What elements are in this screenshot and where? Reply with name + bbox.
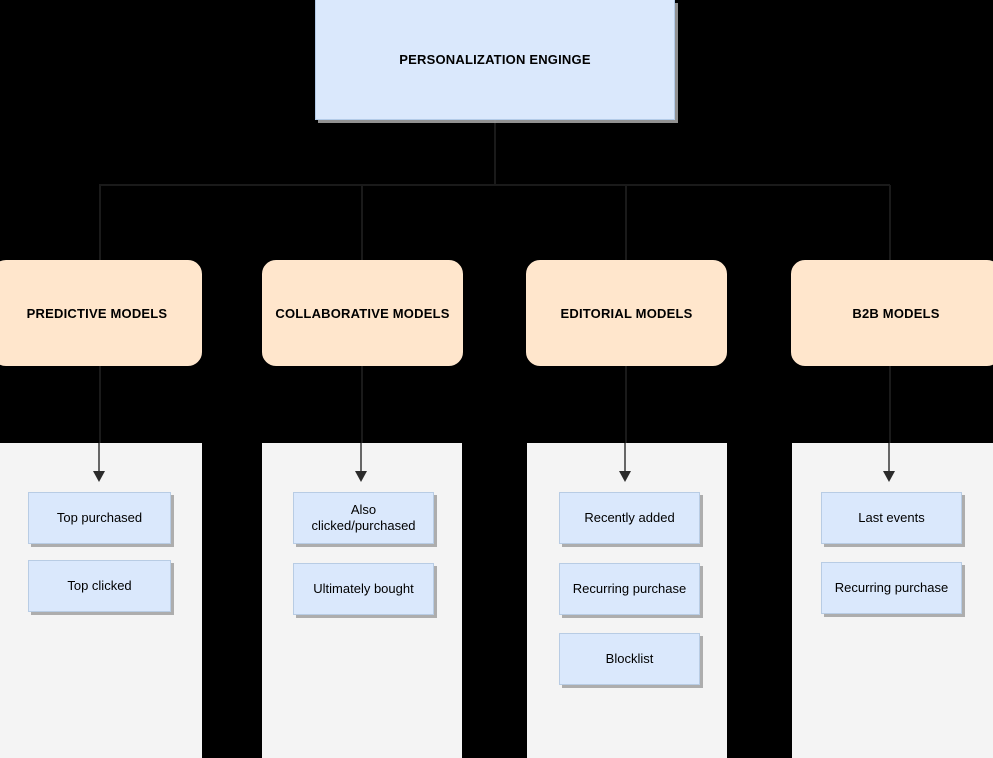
column-collaborative: Also clicked/purchased Ultimately bought: [262, 443, 462, 758]
model-box-editorial[interactable]: EDITORIAL MODELS: [526, 260, 727, 366]
connector-bus-horizontal: [99, 184, 890, 186]
item-card[interactable]: Top clicked: [28, 560, 171, 612]
column-editorial: Recently added Recurring purchase Blockl…: [527, 443, 727, 758]
item-card[interactable]: Last events: [821, 492, 962, 544]
arrow-head: [93, 471, 105, 482]
item-card[interactable]: Recurring purchase: [559, 563, 700, 615]
arrow-head: [355, 471, 367, 482]
model-box-editorial-label: EDITORIAL MODELS: [560, 305, 693, 321]
arrow-down-icon: [92, 443, 106, 483]
connector-engine-to-models-trunk: [494, 120, 496, 185]
personalization-engine-label: PERSONALIZATION ENGINGE: [399, 52, 591, 67]
arrow-down-icon: [882, 443, 896, 483]
connector-predictive-to-items: [99, 366, 101, 444]
connector-branch-collaborative: [361, 185, 363, 260]
item-card-label: Last events: [858, 510, 925, 525]
item-card-label: Also clicked/purchased: [311, 502, 416, 533]
item-card[interactable]: Ultimately bought: [293, 563, 434, 615]
item-card-label: Ultimately bought: [313, 581, 414, 596]
connector-branch-b2b: [889, 185, 891, 260]
arrow-shaft: [360, 443, 362, 474]
connector-collaborative-to-items: [361, 366, 363, 444]
item-card[interactable]: Recurring purchase: [821, 562, 962, 614]
item-card-label: Top purchased: [56, 510, 143, 525]
arrow-shaft: [98, 443, 100, 474]
connector-branch-editorial: [625, 185, 627, 260]
item-card[interactable]: Also clicked/purchased: [293, 492, 434, 544]
arrow-head: [883, 471, 895, 482]
model-box-b2b-label: B2B MODELS: [852, 305, 940, 321]
item-card-label: Recurring purchase: [572, 581, 687, 596]
connector-editorial-to-items: [625, 366, 627, 444]
item-card[interactable]: Blocklist: [559, 633, 700, 685]
item-card-label: Top clicked: [67, 578, 132, 593]
connector-b2b-to-items: [889, 366, 891, 444]
item-card-label: Blocklist: [605, 651, 654, 666]
arrow-shaft: [624, 443, 626, 474]
model-box-b2b[interactable]: B2B MODELS: [791, 260, 993, 366]
arrow-shaft: [888, 443, 890, 474]
model-box-predictive[interactable]: PREDICTIVE MODELS: [0, 260, 202, 366]
arrow-down-icon: [618, 443, 632, 483]
arrow-down-icon: [354, 443, 368, 483]
item-card-label: Recurring purchase: [834, 580, 949, 595]
connector-branch-predictive: [99, 185, 101, 260]
column-predictive: Top purchased Top clicked: [0, 443, 202, 758]
personalization-engine-box[interactable]: PERSONALIZATION ENGINGE: [315, 0, 675, 120]
model-box-collaborative-label: COLLABORATIVE MODELS: [275, 305, 450, 321]
item-card[interactable]: Top purchased: [28, 492, 171, 544]
item-card[interactable]: Recently added: [559, 492, 700, 544]
column-b2b: Last events Recurring purchase: [792, 443, 993, 758]
model-box-collaborative[interactable]: COLLABORATIVE MODELS: [262, 260, 463, 366]
item-card-label: Recently added: [584, 510, 675, 525]
arrow-head: [619, 471, 631, 482]
model-box-predictive-label: PREDICTIVE MODELS: [26, 305, 168, 321]
